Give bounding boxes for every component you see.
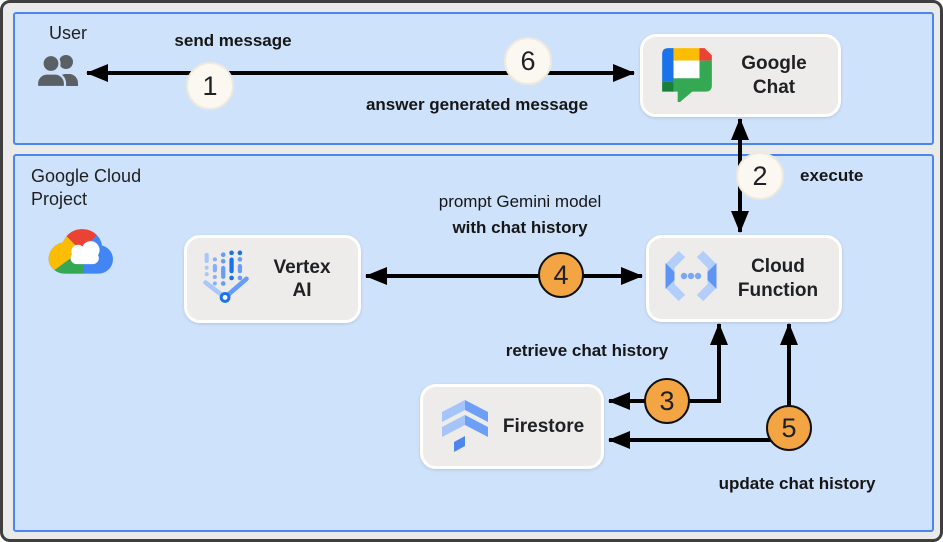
google-chat-node: Google Chat xyxy=(640,34,841,117)
users-icon xyxy=(35,53,83,94)
user-zone-title: User xyxy=(49,23,88,43)
step-circle-3: 3 xyxy=(644,378,690,424)
firestore-icon xyxy=(438,393,492,460)
cloud-functions-icon xyxy=(659,249,723,308)
step-circle-5: 5 xyxy=(766,405,812,451)
execute-label: execute xyxy=(800,166,864,185)
google-chat-icon xyxy=(658,44,716,107)
retrieve-chat-history-label: retrieve chat history xyxy=(505,341,669,360)
answer-generated-message-label: answer generated message xyxy=(365,95,589,114)
step-circle-4: 4 xyxy=(538,252,584,298)
step-circle-1: 1 xyxy=(186,62,234,110)
google-chat-label: Google Chat xyxy=(741,53,807,98)
vertex-ai-node: Vertex AI xyxy=(184,235,361,323)
firestore-node: Firestore xyxy=(420,384,604,469)
send-message-label: send message xyxy=(174,31,292,50)
step-circle-2: 2 xyxy=(736,152,784,200)
vertex-ai-label: Vertex AI xyxy=(273,256,331,301)
update-chat-history-label: update chat history xyxy=(718,474,876,493)
firestore-label: Firestore xyxy=(502,415,585,437)
vertex-ai-icon xyxy=(200,247,252,312)
cloud-function-label: Cloud Function xyxy=(737,256,819,301)
step-circle-6: 6 xyxy=(504,37,552,85)
prompt-gemini-label: prompt Gemini model with chat history xyxy=(438,192,602,237)
google-cloud-icon xyxy=(43,221,119,284)
gcp-zone-title: Google Cloud Project xyxy=(31,166,142,209)
cloud-function-node: Cloud Function xyxy=(646,235,842,322)
